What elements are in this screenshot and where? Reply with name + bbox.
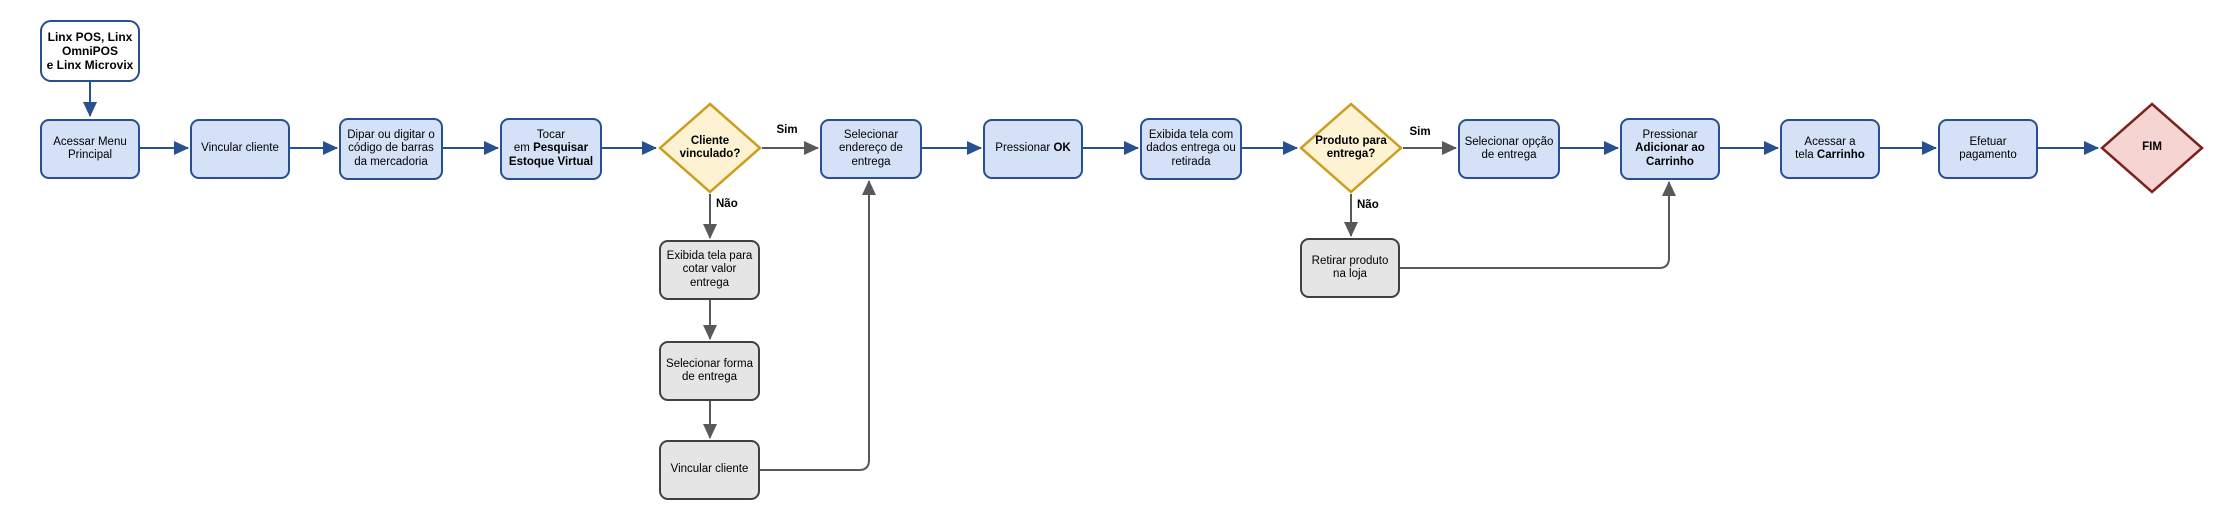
node-label: FIM — [2142, 141, 2162, 154]
node-pressionar-ok: Pressionar OK — [983, 119, 1083, 179]
edge-label-nao-1: Não — [716, 198, 738, 210]
edge-label-sim-1: Sim — [776, 124, 798, 136]
diamond-shape — [658, 102, 762, 194]
node-vincular-cliente-2: Vincular cliente — [659, 440, 760, 500]
edge-label-sim-2: Sim — [1409, 126, 1431, 138]
edge-label-nao-2: Não — [1357, 199, 1379, 211]
node-fim: FIM — [2100, 102, 2204, 194]
edge-retirar-to-carrinho — [1400, 181, 1676, 269]
node-label: Vincular cliente — [201, 142, 279, 155]
node-label: Vincular cliente — [670, 463, 749, 476]
edge-vincular2-to-endereco — [760, 180, 876, 471]
diamond-shape — [1299, 102, 1403, 194]
diamond-shape — [2100, 102, 2204, 194]
node-vincular-cliente: Vincular cliente — [190, 119, 290, 179]
node-label: Pressionar OK — [995, 142, 1071, 155]
